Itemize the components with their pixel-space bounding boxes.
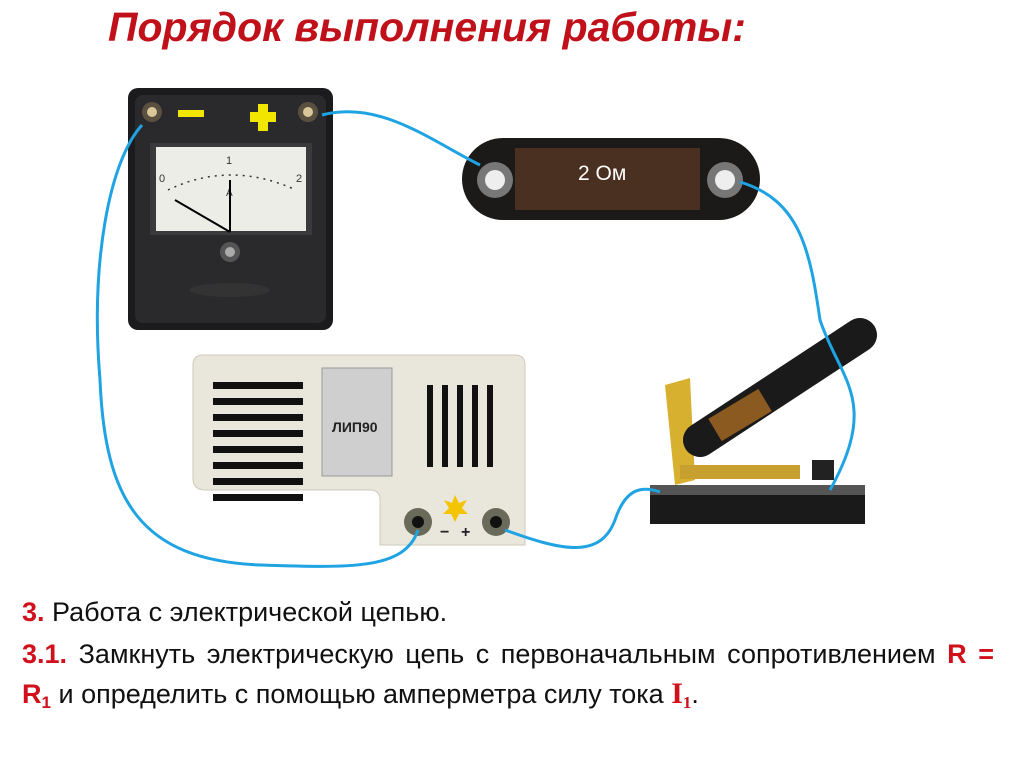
resistor-label: 2 Ом [578,162,627,185]
wire [321,110,481,167]
arrow-icon [174,199,231,233]
step-text: Работа с электрической цепью. [52,597,448,627]
page-title: Порядок выполнения работы: [108,4,746,50]
wires [95,110,856,568]
i1-sub: 1 [682,693,692,712]
model-label: ЛИП90 [332,419,378,435]
wire [95,123,420,568]
spark-icon [443,495,468,522]
scale-label: 1 [226,155,232,167]
substep-paragraph: 3.1. Замкнуть электрическую цепь с перво… [22,634,994,714]
scale-label: 2 [296,173,302,185]
i1-symbol: I1 [671,677,692,712]
scale-label: 0 [159,173,165,185]
equals-symbol: = [978,639,994,669]
wire [739,180,856,491]
r1-base: R [22,679,42,709]
minus-label: − [440,524,449,541]
resistor [462,138,760,220]
substep-text: и определить с помощью амперметра силу т… [58,679,664,709]
period: . [691,679,699,709]
r1-sub: 1 [41,693,51,712]
circuit-illustration: 0 1 2 A ЛИП90 − [95,88,877,568]
substep-text: Замкнуть электрическую цепь с первоначал… [78,639,936,669]
r1-symbol: R1 [22,679,51,712]
plus-label: + [461,524,470,541]
step-number: 3. [22,597,45,627]
knife-switch[interactable] [650,318,877,524]
step-heading: 3. Работа с электрической цепью. [22,592,994,632]
substep-number: 3.1. [22,639,68,669]
ammeter: 0 1 2 A [128,88,333,330]
plus-sign-icon [250,104,276,131]
power-supply: ЛИП90 − + [192,354,526,546]
minus-sign-icon [178,110,204,117]
wire [504,487,661,549]
i1-base: I [671,677,683,710]
r-symbol: R [947,639,967,669]
